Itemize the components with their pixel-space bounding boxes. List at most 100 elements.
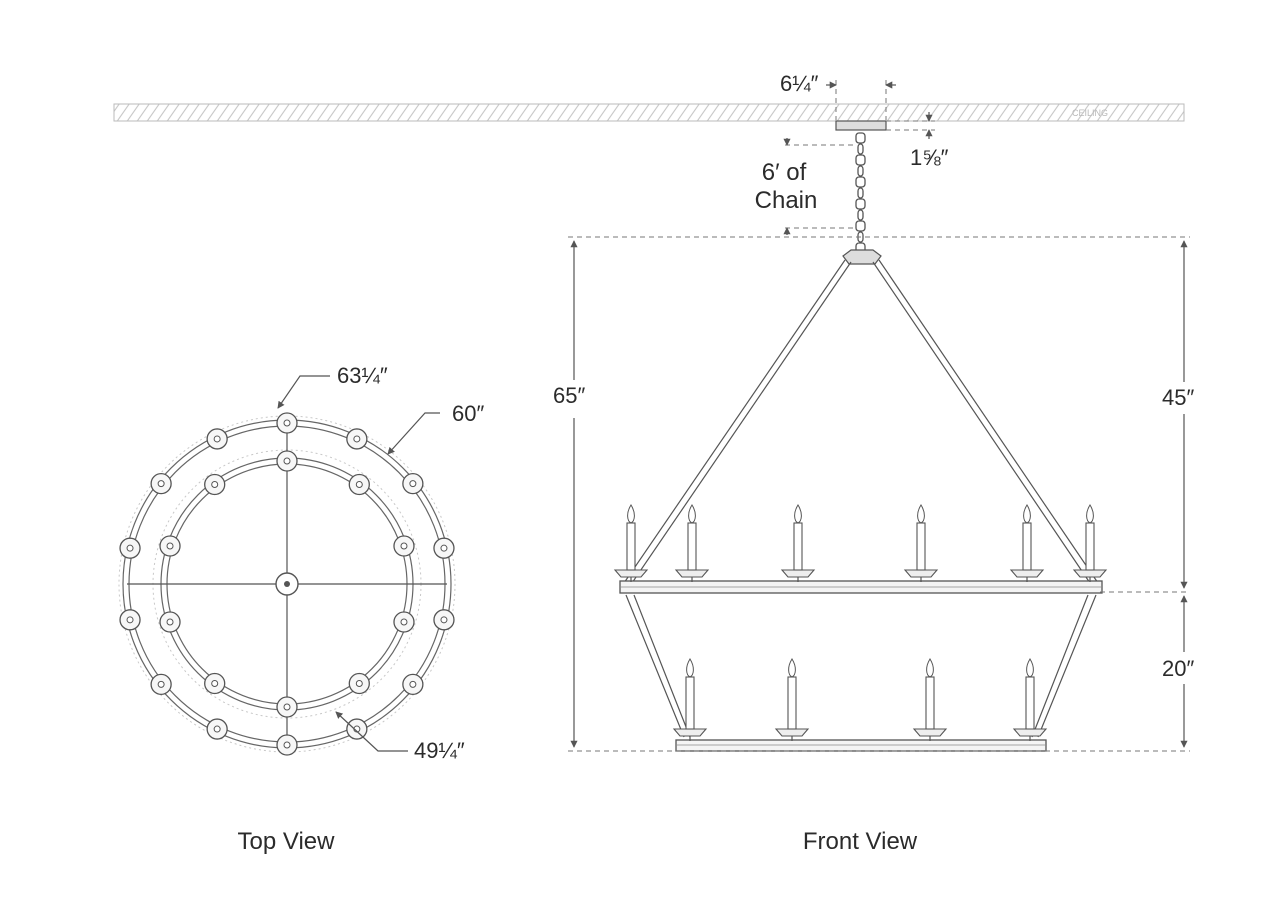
candle-flame — [688, 504, 696, 524]
candle — [1009, 504, 1045, 582]
candle — [613, 504, 649, 582]
outer-candle-cup-center — [440, 544, 448, 552]
chain-link — [857, 187, 864, 199]
candle — [672, 658, 708, 741]
bobeche — [1012, 728, 1048, 737]
chain-link — [855, 198, 866, 210]
chain-link — [857, 143, 864, 155]
candle-sleeve — [916, 522, 926, 571]
candle-flame — [788, 658, 796, 678]
bobeche — [1072, 569, 1108, 578]
lower-left-arm — [625, 594, 685, 738]
candle — [774, 658, 810, 741]
inner-candle-cup-center — [211, 680, 219, 688]
outer-candle-cup-center — [409, 680, 417, 688]
inner-candle-cup-center — [166, 542, 174, 550]
candle-sleeve — [787, 676, 797, 730]
bobeche — [1009, 569, 1045, 578]
outer-candle-cup-center — [126, 616, 134, 624]
front-view-caption: Front View — [803, 828, 918, 855]
candle-flame — [926, 658, 934, 678]
candle-flame — [627, 504, 635, 524]
candle — [780, 504, 816, 582]
bobeche — [672, 728, 708, 737]
candle-flame — [1023, 504, 1031, 524]
candle — [1012, 658, 1048, 741]
outer-candle-cups — [119, 412, 455, 756]
outer-diameter-leader — [277, 375, 330, 409]
upper-height-label: 45″ — [1162, 385, 1194, 410]
candle-flame — [686, 658, 694, 678]
outer-candle-cup-center — [157, 680, 165, 688]
bobeche — [903, 569, 939, 578]
outer-candle-cup-center — [213, 725, 221, 733]
upper-candles — [613, 504, 1108, 582]
candle-sleeve — [626, 522, 636, 571]
center-hub-dot — [284, 581, 290, 587]
chain-link — [855, 176, 866, 188]
outer-candle-cup-center — [409, 480, 417, 488]
ceiling: CEILING — [113, 103, 1185, 122]
candle-sleeve — [1022, 522, 1032, 571]
ring-diameter-label: 60″ — [452, 401, 484, 426]
bobeche — [613, 569, 649, 578]
candle — [674, 504, 710, 582]
candle-sleeve — [1025, 676, 1035, 730]
top-loop — [842, 249, 882, 265]
bobeche — [674, 569, 710, 578]
inner-diameter-leader — [335, 711, 408, 752]
inner-candle-cup-center — [400, 618, 408, 626]
outer-candle-cup-center — [157, 480, 165, 488]
overall-height-label: 65″ — [553, 383, 585, 408]
candle-sleeve — [1085, 522, 1095, 571]
lower-right-arm-edge — [1031, 594, 1089, 738]
candle — [903, 504, 939, 582]
lower-candles — [672, 658, 1048, 741]
inner-diameter-label: 49¼″ — [414, 738, 465, 763]
candle-sleeve — [925, 676, 935, 730]
inner-candle-cup-center — [166, 618, 174, 626]
candle-flame — [1086, 504, 1094, 524]
inner-candle-cup-center — [355, 480, 363, 488]
bobeche — [912, 728, 948, 737]
upper-right-arm — [878, 259, 1099, 584]
inner-candle-cup-center — [283, 457, 291, 465]
inner-candle-cup-center — [283, 703, 291, 711]
outer-candle-cup-center — [283, 419, 291, 427]
lower-left-arm-edge — [633, 594, 691, 738]
canopy — [835, 120, 887, 131]
outer-diameter-label: 63¼″ — [337, 363, 388, 388]
chain-link — [855, 154, 866, 166]
chain-link — [855, 132, 866, 144]
outer-candle-cup-center — [126, 544, 134, 552]
canopy-width-label: 6¼″ — [780, 71, 819, 96]
candle-flame — [1026, 658, 1034, 678]
chain-link — [855, 220, 866, 232]
upper-left-arm-edge — [631, 261, 852, 584]
chain — [855, 132, 866, 254]
chain-link — [857, 209, 864, 221]
lower-right-arm — [1037, 594, 1097, 738]
bobeche — [774, 728, 810, 737]
candle — [1072, 504, 1108, 582]
chain-label-line1: 6′ of — [762, 159, 807, 186]
lower-ring — [675, 739, 1047, 752]
top-view-drawing — [118, 375, 456, 756]
inner-candle-cup-center — [400, 542, 408, 550]
chain-link — [857, 165, 864, 177]
lower-height-label: 20″ — [1162, 656, 1194, 681]
outer-candle-cup-center — [283, 741, 291, 749]
outer-candle-cup-center — [353, 435, 361, 443]
inner-candle-cup-center — [355, 680, 363, 688]
candle-sleeve — [793, 522, 803, 571]
inner-candle-cups — [159, 450, 415, 718]
candle-flame — [794, 504, 802, 524]
candle-flame — [917, 504, 925, 524]
ring-diameter-leader — [387, 412, 440, 455]
ceiling-label: CEILING — [1072, 108, 1108, 118]
chain-label-line2: Chain — [755, 187, 818, 214]
canopy-height-label: 1⅝″ — [910, 145, 949, 170]
candle-sleeve — [685, 676, 695, 730]
outer-candle-cup-center — [213, 435, 221, 443]
